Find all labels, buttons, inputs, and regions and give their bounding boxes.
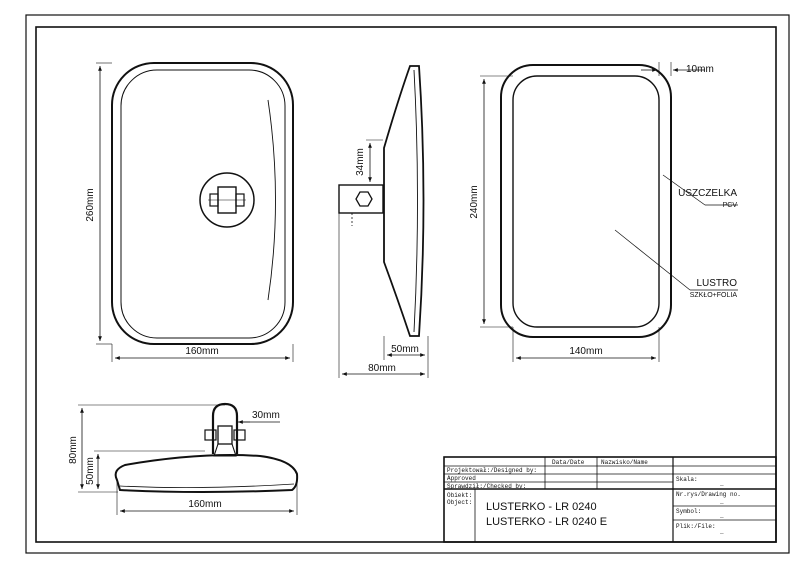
outer-frame (25, 14, 790, 554)
dim-side-total: 80mm (368, 363, 396, 374)
tb-col-name: Nazwisko/Name (601, 459, 648, 466)
callout-gasket: USZCZELKA (678, 188, 737, 199)
tb-col-date: Data/Date (552, 459, 585, 466)
tb-drawing-no-value: _ (719, 498, 724, 505)
tb-object-line-2: LUSTERKO - LR 0240 E (486, 516, 607, 528)
dim-front-height: 260mm (85, 188, 96, 221)
callout-mirror-sub: SZKŁO+FOLIA (690, 292, 738, 299)
bottom-clamp-loop (211, 402, 239, 454)
dim-back-width: 140mm (569, 346, 602, 357)
side-view (338, 65, 429, 378)
dim-back-height: 240mm (469, 185, 480, 218)
dim-bottom-height: 50mm (85, 457, 96, 485)
tb-approved: Approved (447, 475, 476, 482)
dim-bottom-total-height: 80mm (68, 436, 79, 464)
tb-symbol: Symbol: (676, 508, 701, 515)
dim-top-width: 10mm (686, 64, 714, 75)
tb-object-line-1: LUSTERKO - LR 0240 (486, 501, 597, 513)
tb-object-label-2: Object: (447, 499, 472, 506)
tb-scale: Skala: (676, 476, 698, 483)
tb-file-value: _ (719, 528, 724, 535)
back-view (480, 62, 738, 362)
tb-symbol-value: _ (719, 512, 724, 519)
callout-gasket-sub: PCV (723, 202, 738, 209)
tb-object-label-1: Obiekt: (447, 492, 472, 499)
tb-drawing-no: Nr.rys/Drawing no. (676, 491, 741, 498)
dim-side-top: 34mm (355, 148, 366, 176)
bottom-view (78, 402, 299, 515)
dim-bottom-width: 160mm (188, 499, 221, 510)
front-view (96, 62, 294, 362)
tb-checked-by: Sprawdził:/Checked by: (447, 483, 526, 490)
mount-boss (199, 172, 255, 228)
dim-side-depth: 50mm (391, 344, 419, 355)
title-block (443, 456, 777, 543)
dim-front-width: 160mm (185, 346, 218, 357)
side-clamp (338, 184, 384, 214)
tb-scale-value: _ (719, 480, 724, 487)
inner-frame (35, 26, 777, 543)
tb-file: Plik:/File: (676, 523, 716, 530)
tb-designed-by: Projektował:/Designed by: (447, 467, 537, 474)
dim-bottom-clamp: 30mm (252, 410, 280, 421)
callout-mirror: LUSTRO (696, 278, 737, 289)
